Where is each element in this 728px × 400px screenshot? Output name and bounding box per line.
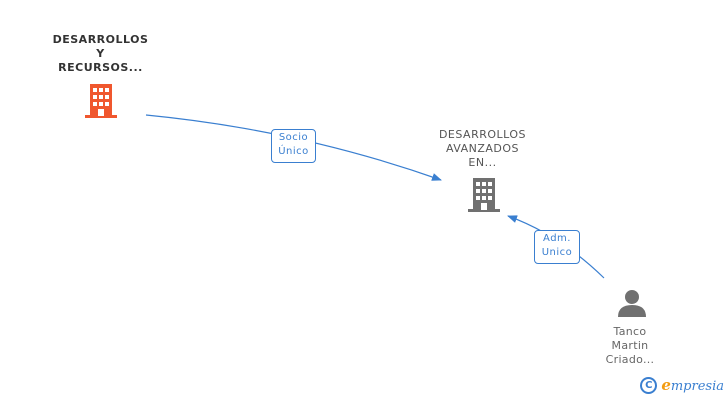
person-label[interactable]: Tanco Martin Criado... [590,325,670,367]
company-target-label-line-3: EN... [468,156,497,169]
company-target-label-line-1: DESARROLLOS [438,128,527,141]
person-label-line-2: Martin [611,339,649,352]
company-main-label-line-2: Y [96,47,105,60]
person-label-line-3: Criado... [605,353,655,366]
copyright-icon: C [640,376,658,394]
person-icon[interactable] [617,289,647,317]
edge-label-adm-unico-line-1: Adm. [543,233,571,244]
company-main-label[interactable]: DESARROLLOS Y RECURSOS... [38,33,163,75]
person-label-line-1: Tanco [613,325,647,338]
edge-label-socio-unico[interactable]: Socio Único [271,129,316,163]
edge-label-socio-unico-line-1: Socio [278,132,309,143]
company-main-label-line-3: RECURSOS... [58,61,143,74]
company-main-label-line-1: DESARROLLOS [52,33,149,46]
edge-label-adm-unico-line-2: Unico [541,247,573,258]
brand-footer[interactable]: C empresia [640,376,724,394]
company-target-label[interactable]: DESARROLLOS AVANZADOS EN... [420,128,545,170]
building-icon[interactable] [468,178,500,212]
edge-label-socio-unico-line-2: Único [278,146,309,157]
brand-logo-first-letter: e [661,376,671,394]
building-icon[interactable] [85,84,117,118]
edge-label-adm-unico[interactable]: Adm. Unico [534,230,580,264]
brand-logo-rest: mpresia [670,379,724,394]
company-target-label-line-2: AVANZADOS [445,142,520,155]
brand-logo[interactable]: empresia [661,376,724,394]
